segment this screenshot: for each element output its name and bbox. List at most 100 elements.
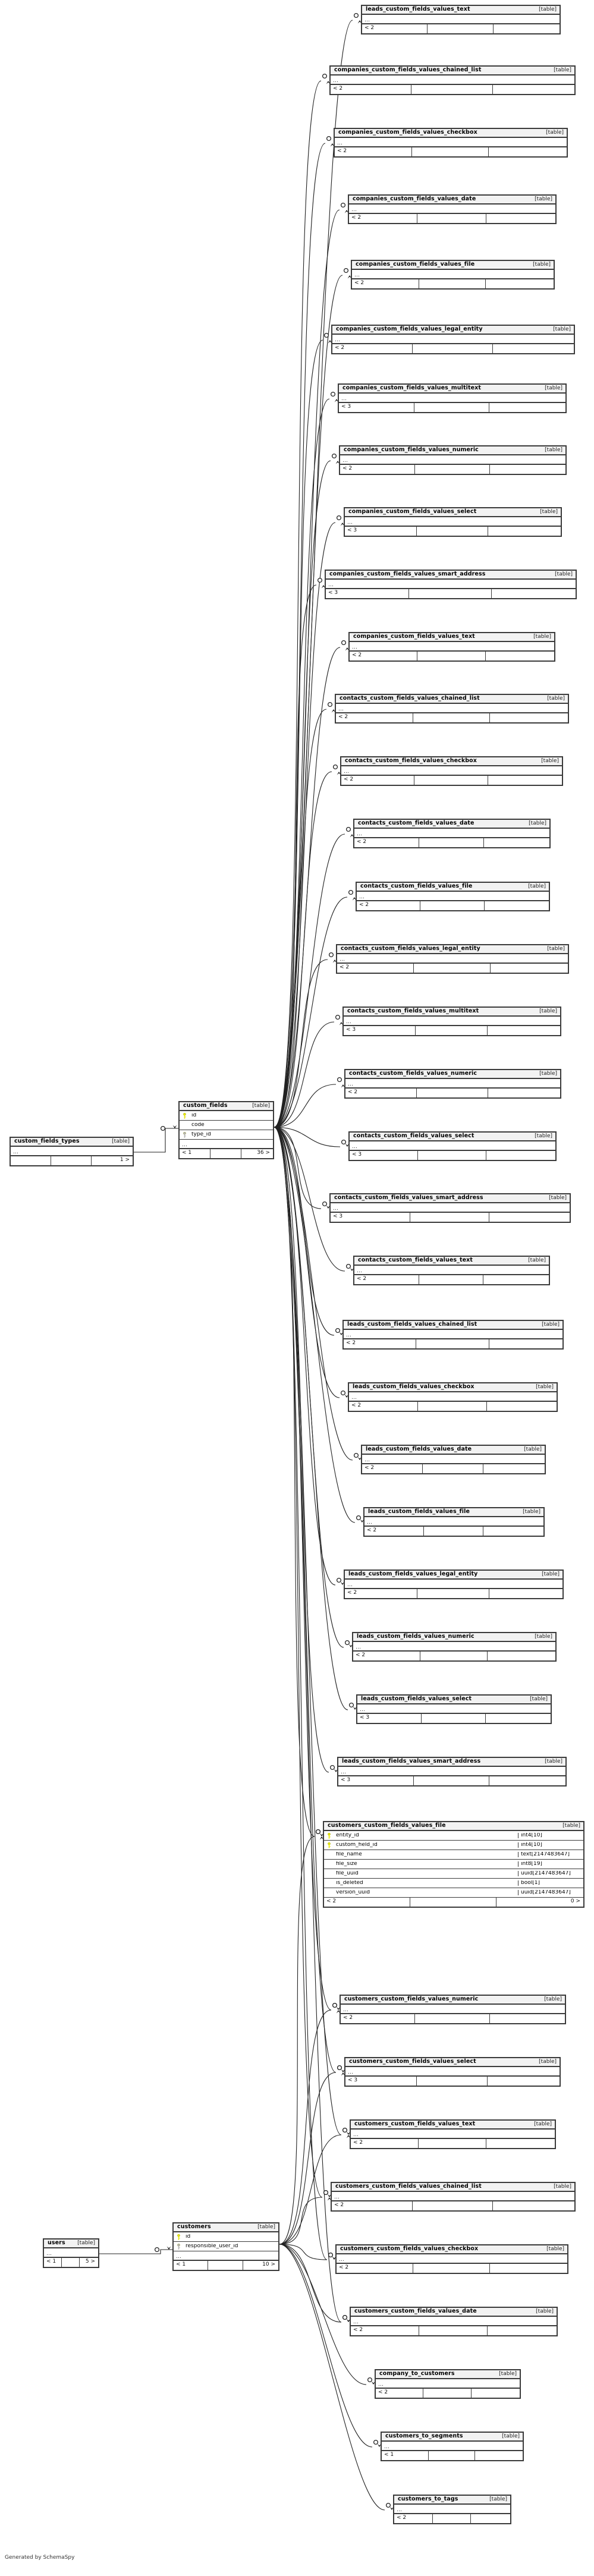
ellipsis-glyph: … [354, 272, 360, 278]
table-column-row[interactable]: responsible_user_id [174, 2242, 278, 2251]
table-header: customers_custom_fields_values_text[tabl… [351, 2121, 555, 2130]
primary-key-icon [327, 1842, 331, 1848]
column-name: id [186, 2234, 191, 2240]
ellipsis-glyph: … [360, 1707, 366, 1713]
table-type-tag: [table] [545, 385, 562, 391]
table-degree-footer: < 3 [350, 1151, 555, 1160]
table-node-leads_custom_fields_values_text[interactable]: leads_custom_fields_values_text[table]…<… [361, 5, 561, 34]
ellipsis-glyph: … [338, 706, 344, 712]
table-node-contacts_custom_fields_values_legal_entity[interactable]: contacts_custom_fields_values_legal_enti… [336, 944, 569, 974]
table-node-company_to_customers[interactable]: company_to_customers[table]…< 2 [375, 2369, 521, 2399]
table-name: contacts_custom_fields_values_chained_li… [340, 695, 480, 702]
table-column-row[interactable]: id [180, 1111, 273, 1121]
table-node-customers_to_tags[interactable]: customers_to_tags[table]…< 2 [393, 2495, 511, 2524]
table-header: leads_custom_fields_values_numeric[table… [353, 1633, 555, 1642]
collapsed-columns-indicator: … [336, 704, 568, 713]
table-node-companies_custom_fields_values_select[interactable]: companies_custom_fields_values_select[ta… [344, 507, 562, 537]
table-node-leads_custom_fields_values_select[interactable]: leads_custom_fields_values_select[table]… [356, 1694, 552, 1724]
optional-cardinality-marker [332, 764, 338, 770]
optional-cardinality-marker [322, 73, 328, 79]
table-node-contacts_custom_fields_values_chained_list[interactable]: contacts_custom_fields_values_chained_li… [335, 694, 569, 724]
outgoing-relationship-count [483, 1527, 543, 1536]
ellipsis-glyph: … [328, 582, 334, 588]
footer-middle-cell [413, 713, 491, 722]
ellipsis-glyph: … [341, 1769, 347, 1775]
table-header: contacts_custom_fields_values_checkbox[t… [341, 757, 562, 766]
table-node-leads_custom_fields_values_checkbox[interactable]: leads_custom_fields_values_checkbox[tabl… [348, 1382, 558, 1412]
table-node-contacts_custom_fields_values_numeric[interactable]: contacts_custom_fields_values_numeric[ta… [344, 1069, 561, 1099]
table-node-companies_custom_fields_values_chained_list[interactable]: companies_custom_fields_values_chained_l… [329, 65, 576, 95]
relationship-edge [274, 209, 340, 1128]
table-node-companies_custom_fields_values_numeric[interactable]: companies_custom_fields_values_numeric[t… [339, 445, 567, 475]
outgoing-relationship-count: 5 > [85, 2259, 95, 2264]
table-node-leads_custom_fields_values_numeric[interactable]: leads_custom_fields_values_numeric[table… [352, 1632, 557, 1662]
table-node-contacts_custom_fields_values_date[interactable]: contacts_custom_fields_values_date[table… [353, 819, 551, 848]
table-node-companies_custom_fields_values_multitext[interactable]: companies_custom_fields_values_multitext… [338, 383, 567, 413]
optional-cardinality-marker [331, 453, 337, 459]
outgoing-relationship-count: 0 > [570, 1898, 580, 1904]
table-node-contacts_custom_fields_values_checkbox[interactable]: contacts_custom_fields_values_checkbox[t… [340, 756, 563, 786]
incoming-relationship-count: < 3 [350, 1151, 418, 1160]
incoming-relationship-count: < 2 [349, 214, 418, 223]
table-node-customers_custom_fields_values_numeric[interactable]: customers_custom_fields_values_numeric[t… [340, 1995, 566, 2024]
collapsed-columns-indicator: … [345, 517, 561, 527]
table-node-customers_custom_fields_values_select[interactable]: customers_custom_fields_values_select[ta… [344, 2057, 561, 2087]
footer-middle-cell [419, 1275, 484, 1284]
table-node-contacts_custom_fields_values_multitext[interactable]: contacts_custom_fields_values_multitext[… [342, 1007, 561, 1036]
table-node-contacts_custom_fields_values_select[interactable]: contacts_custom_fields_values_select[tab… [348, 1131, 557, 1161]
incoming-relationship-count: < 3 [331, 1213, 410, 1222]
table-node-leads_custom_fields_values_legal_entity[interactable]: leads_custom_fields_values_legal_entity[… [344, 1569, 564, 1599]
table-node-leads_custom_fields_values_smart_address[interactable]: leads_custom_fields_values_smart_address… [337, 1757, 567, 1786]
ellipsis-glyph: … [333, 1206, 339, 1212]
table-node-contacts_custom_fields_values_smart_address[interactable]: contacts_custom_fields_values_smart_addr… [329, 1193, 571, 1223]
table-node-companies_custom_fields_values_text[interactable]: companies_custom_fields_values_text[tabl… [348, 632, 555, 662]
column-name: file_uuid [336, 1871, 359, 1876]
table-column-row[interactable]: code [180, 1121, 273, 1130]
table-node-companies_custom_fields_values_file[interactable]: companies_custom_fields_values_file[tabl… [351, 260, 555, 290]
table-name: contacts_custom_fields_values_multitext [347, 1008, 479, 1015]
table-degree-footer: 1 > [11, 1156, 133, 1165]
table-node-customers_custom_fields_values_text[interactable]: customers_custom_fields_values_text[tabl… [350, 2119, 556, 2149]
table-node-customers_to_segments[interactable]: customers_to_segments[table]…< 1 [381, 2432, 524, 2461]
incoming-relationship-count: < 2 [332, 2201, 413, 2210]
table-node-companies_custom_fields_values_smart_address[interactable]: companies_custom_fields_values_smart_add… [325, 570, 577, 599]
table-name: customers_custom_fields_values_text [354, 2121, 476, 2128]
table-node-companies_custom_fields_values_legal_entity[interactable]: companies_custom_fields_values_legal_ent… [331, 325, 575, 354]
table-node-leads_custom_fields_values_date[interactable]: leads_custom_fields_values_date[table]…<… [361, 1445, 546, 1474]
table-node-companies_custom_fields_values_date[interactable]: companies_custom_fields_values_date[tabl… [348, 194, 557, 224]
table-node-leads_custom_fields_values_chained_list[interactable]: leads_custom_fields_values_chained_list[… [342, 1320, 564, 1350]
relationship-edge [274, 833, 345, 1128]
relationship-edge [274, 1084, 337, 1128]
table-node-customers_custom_fields_values_date[interactable]: customers_custom_fields_values_date[tabl… [350, 2307, 558, 2336]
footer-middle-cell [417, 527, 489, 536]
table-type-tag: [table] [524, 1446, 542, 1452]
table-node-leads_custom_fields_values_file[interactable]: leads_custom_fields_values_file[table]…<… [363, 1507, 545, 1537]
table-node-customers_custom_fields_values_file[interactable]: customers_custom_fields_values_file[tabl… [323, 1821, 584, 1908]
table-node-customers_custom_fields_values_chained_list[interactable]: customers_custom_fields_values_chained_l… [331, 2182, 576, 2212]
footer-middle-cell [410, 1898, 496, 1907]
optional-cardinality-marker [356, 1515, 362, 1521]
ellipsis-glyph: … [356, 1644, 362, 1650]
optional-cardinality-marker [337, 1077, 342, 1083]
table-node-contacts_custom_fields_values_text[interactable]: contacts_custom_fields_values_text[table… [353, 1256, 550, 1285]
table-name: customers_custom_fields_values_file [328, 1822, 446, 1829]
ellipsis-glyph: … [342, 458, 348, 464]
table-node-custom_fields_types[interactable]: custom_fields_types[table]…1 > [10, 1137, 134, 1166]
table-node-customers_custom_fields_values_checkbox[interactable]: customers_custom_fields_values_checkbox[… [335, 2244, 568, 2274]
table-node-contacts_custom_fields_values_file[interactable]: contacts_custom_fields_values_file[table… [356, 882, 550, 911]
table-column-row[interactable]: type_id [180, 1130, 273, 1140]
table-node-companies_custom_fields_values_checkbox[interactable]: companies_custom_fields_values_checkbox[… [334, 128, 568, 158]
column-name: is_deleted [336, 1880, 363, 1886]
table-column-row[interactable]: id [174, 2232, 278, 2242]
table-degree-footer: < 2 [353, 1652, 555, 1660]
